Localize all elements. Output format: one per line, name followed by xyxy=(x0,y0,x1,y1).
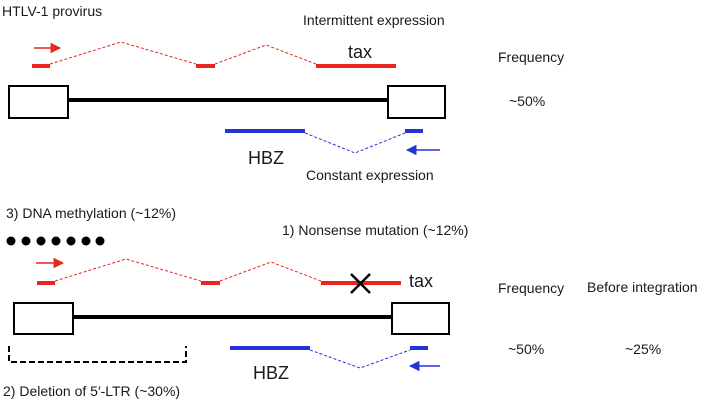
frequency-value: ~50% xyxy=(508,341,544,357)
tax-splice-junction-2 xyxy=(219,261,322,282)
dna-methylation-label: 3) DNA methylation (~12%) xyxy=(6,205,176,221)
hbz-constant-expression-label: Constant expression xyxy=(306,167,434,183)
five-prime-ltr-box xyxy=(8,85,69,119)
top-panel: HTLV-1 provirus Intermittent expression … xyxy=(2,3,564,183)
frequency-value: ~50% xyxy=(509,93,545,109)
before-integration-value: ~25% xyxy=(625,341,661,357)
hbz-gene-label: HBZ xyxy=(253,363,289,383)
methylation-dot xyxy=(81,236,91,246)
nonsense-mutation-label: 1) Nonsense mutation (~12%) xyxy=(282,222,468,238)
tax-gene-label: tax xyxy=(348,42,372,62)
ltr-deletion-label: 2) Deletion of 5′-LTR (~30%) xyxy=(3,383,180,399)
methylation-dot xyxy=(95,236,105,246)
hbz-splice-junction xyxy=(309,349,411,369)
five-prime-ltr-deletion-bracket xyxy=(8,346,187,363)
methylation-dots xyxy=(6,236,105,246)
three-prime-ltr-box xyxy=(387,85,446,119)
tax-splice-junction-1 xyxy=(54,258,202,282)
bottom-panel: 3) DNA methylation (~12%) 1) Nonsense mu… xyxy=(3,205,698,399)
methylation-dot xyxy=(36,236,46,246)
hbz-gene-label: HBZ xyxy=(248,148,284,168)
five-prime-ltr-box xyxy=(13,302,74,335)
methylation-dot xyxy=(21,236,31,246)
methylation-dot xyxy=(66,236,76,246)
provirus-title: HTLV-1 provirus xyxy=(2,3,102,19)
frequency-header: Frequency xyxy=(498,49,564,65)
nonsense-mutation-x-mark xyxy=(350,273,371,294)
methylation-dot xyxy=(6,236,16,246)
tax-intermittent-expression-label: Intermittent expression xyxy=(303,12,445,28)
three-prime-ltr-box xyxy=(391,302,450,335)
frequency-header: Frequency xyxy=(498,280,564,296)
before-integration-header: Before integration xyxy=(587,279,698,295)
tax-gene-label: tax xyxy=(409,271,433,291)
tax-splice-junction-2 xyxy=(214,44,317,65)
tax-splice-junction-1 xyxy=(49,41,197,65)
hbz-splice-junction xyxy=(304,132,406,154)
methylation-dot xyxy=(51,236,61,246)
